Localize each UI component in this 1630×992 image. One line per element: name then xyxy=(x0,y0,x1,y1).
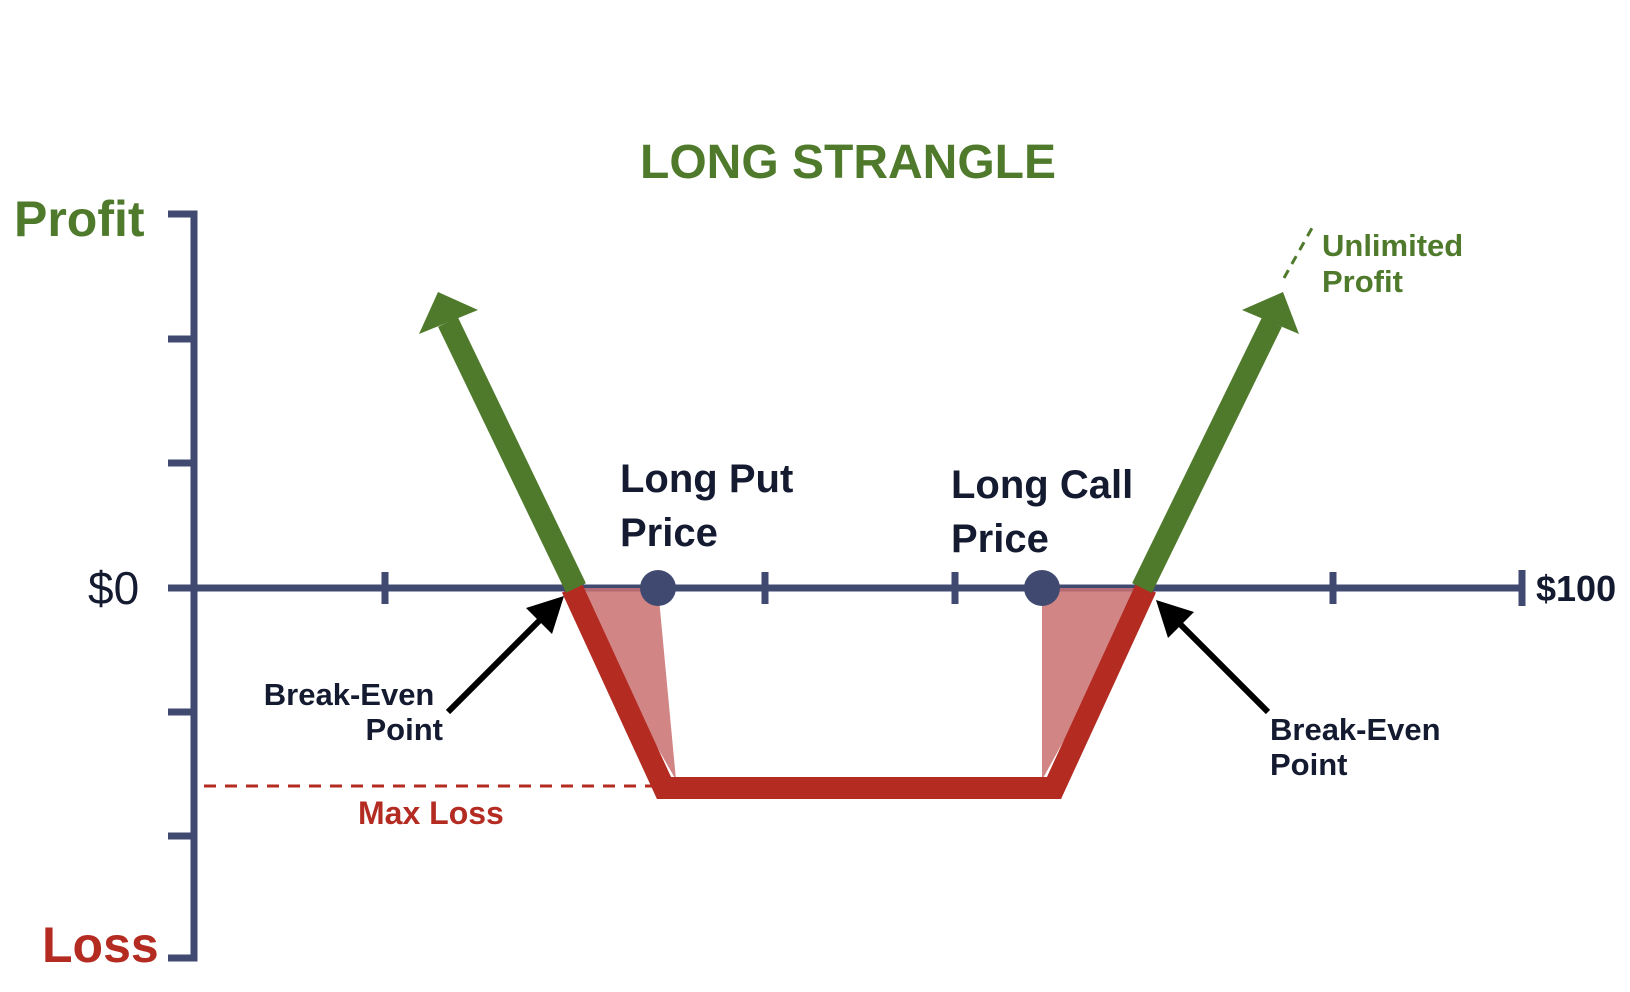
long-put-strike-dot xyxy=(640,570,676,606)
long-call-strike-dot xyxy=(1024,570,1060,606)
break-even-left-arrowhead-icon xyxy=(526,596,564,634)
max-loss-label: Max Loss xyxy=(358,795,504,831)
break-even-right-arrow-icon xyxy=(1169,613,1271,715)
right-profit-line xyxy=(1132,317,1282,593)
payoff-loss-line xyxy=(562,583,1156,799)
long-call-label: Long Call Price xyxy=(951,463,1144,561)
unlimited-profit-dashed-line xyxy=(1282,227,1314,279)
left-profit-arrowhead-icon xyxy=(419,292,478,334)
unlimited-profit-label: Unlimited Profit xyxy=(1322,228,1472,299)
profit-axis-label: Profit xyxy=(14,191,145,247)
right-profit-arrowhead-icon xyxy=(1242,292,1299,334)
zero-label: $0 xyxy=(88,562,139,614)
long-put-label: Long Put Price xyxy=(620,457,804,555)
break-even-right-arrowhead-icon xyxy=(1156,600,1194,638)
diagram-title: LONG STRANGLE xyxy=(640,136,1056,189)
left-profit-line xyxy=(438,317,586,593)
break-even-right-label: Break-Even Point xyxy=(1270,712,1449,782)
break-even-left-label: Break-Even Point xyxy=(264,677,443,747)
loss-axis-label: Loss xyxy=(42,917,159,973)
x-axis xyxy=(168,570,1526,606)
max-price-label: $100 xyxy=(1536,568,1616,609)
break-even-left-arrow-icon xyxy=(445,609,551,715)
